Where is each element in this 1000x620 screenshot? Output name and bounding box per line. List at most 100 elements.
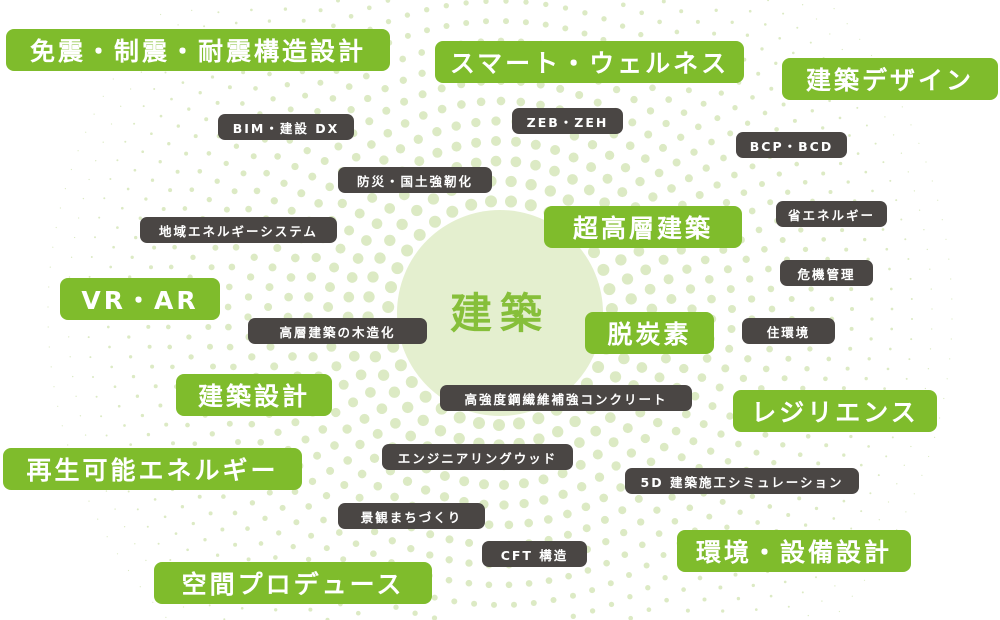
halftone-dot	[331, 23, 336, 29]
halftone-dot	[907, 171, 909, 173]
halftone-dot	[437, 84, 446, 93]
halftone-dot	[850, 307, 854, 311]
halftone-dot	[762, 365, 770, 373]
tag-vr-ar: VR・AR	[60, 278, 220, 320]
halftone-dot	[248, 420, 256, 428]
halftone-dot	[453, 411, 466, 424]
halftone-dot	[204, 117, 209, 122]
halftone-dot	[79, 415, 82, 417]
halftone-dot	[110, 123, 113, 125]
halftone-dot	[250, 153, 257, 160]
halftone-dot	[626, 448, 637, 458]
halftone-dot	[263, 169, 270, 177]
halftone-dot	[620, 163, 631, 173]
halftone-dot	[110, 365, 114, 369]
halftone-dot	[681, 409, 691, 419]
halftone-dot	[882, 161, 885, 164]
halftone-dot	[203, 538, 207, 542]
halftone-dot	[726, 285, 735, 294]
halftone-dot	[250, 8, 253, 12]
halftone-dot	[443, 23, 450, 29]
halftone-dot	[715, 383, 724, 392]
halftone-dot	[146, 525, 149, 528]
halftone-dot	[685, 608, 690, 613]
halftone-dot	[769, 594, 773, 598]
halftone-dot	[413, 228, 426, 241]
halftone-dot	[721, 364, 730, 373]
halftone-dot	[630, 95, 638, 104]
halftone-dot	[783, 580, 787, 584]
halftone-dot	[695, 19, 700, 24]
halftone-dot	[459, 476, 470, 487]
halftone-dot	[937, 199, 939, 201]
halftone-dot	[325, 617, 330, 620]
halftone-dot	[427, 193, 440, 205]
halftone-dot	[518, 478, 529, 489]
tag-wooden-high-rise: 高層建築の木造化	[248, 318, 427, 344]
halftone-dot	[123, 526, 126, 528]
halftone-dot	[801, 591, 804, 594]
halftone-dot	[731, 171, 738, 179]
halftone-dot	[842, 453, 846, 457]
halftone-dot	[144, 197, 148, 201]
halftone-dot	[732, 105, 738, 111]
halftone-dot	[240, 170, 247, 177]
halftone-dot	[305, 556, 312, 563]
halftone-dot	[586, 162, 597, 173]
halftone-dot	[402, 476, 413, 486]
halftone-dot	[844, 247, 849, 252]
halftone-dot	[505, 195, 517, 208]
halftone-dot	[660, 353, 671, 364]
halftone-dot	[838, 116, 842, 120]
halftone-dot	[364, 94, 372, 103]
halftone-dot	[612, 85, 621, 94]
halftone-dot	[797, 452, 803, 458]
halftone-dot	[280, 179, 288, 187]
halftone-dot	[918, 142, 920, 144]
halftone-dot	[496, 96, 506, 106]
halftone-dot	[846, 23, 848, 25]
halftone-dot	[895, 199, 898, 202]
halftone-dot	[674, 29, 680, 35]
halftone-dot	[209, 431, 215, 437]
halftone-dot	[611, 461, 621, 471]
halftone-dot	[88, 500, 90, 502]
halftone-dot	[538, 474, 549, 485]
halftone-dot	[126, 187, 130, 191]
halftone-dot	[781, 375, 788, 382]
halftone-dot	[249, 500, 256, 506]
halftone-dot	[685, 87, 692, 94]
halftone-dot	[363, 291, 375, 303]
halftone-dot	[557, 468, 568, 479]
halftone-dot	[726, 412, 734, 420]
halftone-dot	[390, 492, 399, 502]
halftone-dot	[851, 595, 853, 597]
halftone-dot	[594, 472, 605, 482]
halftone-dot	[471, 117, 481, 128]
halftone-dot	[756, 71, 761, 76]
halftone-dot	[367, 192, 378, 203]
halftone-dot	[439, 471, 450, 481]
tag-energy-saving: 省エネルギー	[776, 201, 887, 227]
halftone-dot	[279, 504, 286, 511]
halftone-dot	[384, 203, 396, 214]
halftone-dot	[175, 169, 180, 174]
halftone-dot	[191, 9, 193, 12]
halftone-dot	[544, 185, 556, 197]
halftone-dot	[366, 5, 372, 11]
halftone-dot	[246, 557, 251, 562]
halftone-dot	[908, 358, 911, 361]
halftone-dot	[210, 75, 215, 79]
halftone-dot	[158, 403, 163, 408]
halftone-dot	[530, 139, 541, 150]
halftone-dot	[636, 362, 648, 373]
halftone-dot	[325, 282, 335, 293]
halftone-dot	[771, 459, 777, 466]
halftone-dot	[739, 374, 748, 383]
halftone-dot	[620, 2, 626, 8]
halftone-dot	[484, 520, 494, 530]
halftone-dot	[133, 122, 136, 125]
halftone-dot	[411, 204, 423, 217]
halftone-dot	[584, 567, 592, 574]
halftone-dot	[206, 151, 212, 156]
